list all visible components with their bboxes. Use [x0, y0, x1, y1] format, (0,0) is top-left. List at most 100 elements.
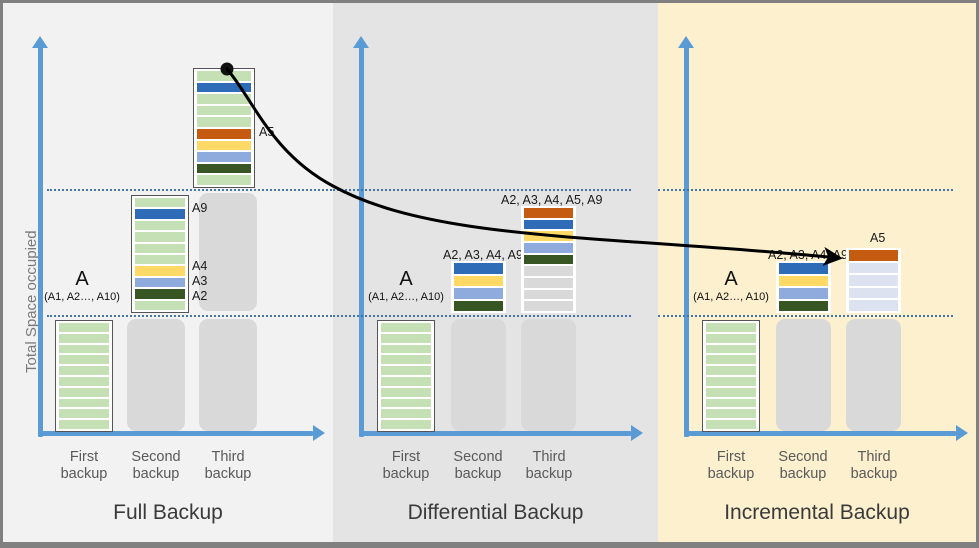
stripe-green: [135, 232, 185, 242]
stripe-yellow: [197, 140, 251, 151]
stripe-green: [381, 323, 431, 332]
stripe-green: [135, 255, 185, 265]
stripe-green: [706, 420, 756, 429]
placeholder-second-incremental: [776, 319, 831, 431]
x-tick-second-differential: Second backup: [453, 449, 503, 482]
gridline-lower-differential: [333, 315, 631, 317]
series-header-second-differential: A2, A3, A4, A9: [443, 248, 523, 262]
x-axis-incremental: [684, 425, 968, 441]
series-header-third-differential: A2, A3, A4, A5, A9: [501, 193, 603, 207]
third-backup-bar-incremental[interactable]: [846, 248, 901, 313]
first-backup-bar-full[interactable]: [55, 320, 113, 432]
panel-title-full: Full Backup: [113, 501, 223, 524]
stripe-gray-stripe: [524, 301, 573, 311]
third-backup-bar-full[interactable]: [193, 68, 255, 188]
second-backup-bar-full[interactable]: [131, 195, 189, 313]
stripe-green: [706, 323, 756, 332]
x-axis-differential: [359, 425, 643, 441]
stripe-dark-blue: [779, 263, 828, 274]
stripe-green: [706, 409, 756, 419]
x-tick-third-full: Third backup: [204, 449, 252, 482]
stripe-green: [197, 175, 251, 185]
first-backup-label-main: A: [399, 268, 413, 290]
stripe-green: [59, 387, 109, 397]
placeholder-second-differential: [451, 319, 506, 431]
stripe-green: [706, 344, 756, 354]
stripe-yellow: [135, 266, 185, 276]
gridline-upper-differential: [333, 189, 631, 191]
panel-full-backup: Total Space occupied A (A1, A2…, A10) A9…: [3, 3, 333, 542]
stripe-light-blue: [524, 242, 573, 253]
stripe-green: [381, 344, 431, 354]
panel-differential-backup: A (A1, A2…, A10) A2, A3, A4, A9 A2, A3, …: [333, 3, 658, 542]
x-axis-full: [38, 425, 325, 441]
stripe-gray-stripe-blue: [849, 262, 898, 274]
gridline-upper-full: [47, 189, 332, 191]
stripe-dark-green: [197, 163, 251, 174]
stripe-gray-stripe: [524, 266, 573, 276]
stripe-green: [197, 94, 251, 104]
x-tick-first-full: First backup: [60, 449, 108, 482]
first-backup-label-main: A: [724, 268, 738, 290]
stripe-green: [59, 366, 109, 375]
stripe-yellow: [524, 231, 573, 241]
stripe-dark-blue: [197, 82, 251, 93]
gridline-lower-incremental: [658, 315, 953, 317]
stripe-green: [706, 387, 756, 397]
stripe-green: [59, 323, 109, 332]
stripe-light-blue: [454, 288, 503, 299]
stripe-dark-green: [524, 254, 573, 265]
stripe-green: [59, 333, 109, 343]
stripe-green: [381, 387, 431, 397]
stripe-green: [381, 355, 431, 365]
stripe-label-a5-full: A5: [259, 125, 275, 139]
stripe-light-blue: [135, 277, 185, 288]
stripe-green: [706, 355, 756, 365]
stripe-gray-stripe-blue: [849, 275, 898, 286]
x-tick-second-incremental: Second backup: [778, 449, 828, 482]
series-header-third-incremental: A5: [870, 231, 886, 245]
panel-incremental-backup: A (A1, A2…, A10) A2, A3, A4, A9 A5 First…: [658, 3, 976, 542]
third-backup-bar-differential[interactable]: [521, 206, 576, 313]
stripe-yellow: [779, 275, 828, 286]
placeholder-second-full: [127, 319, 185, 431]
first-backup-bar-incremental[interactable]: [702, 320, 760, 432]
stripe-orange: [197, 128, 251, 139]
first-backup-bar-differential[interactable]: [377, 320, 435, 432]
stripe-gray-stripe-blue: [849, 287, 898, 299]
second-backup-bar-incremental[interactable]: [776, 261, 831, 313]
stripe-dark-green: [135, 289, 185, 299]
stripe-green: [59, 355, 109, 365]
x-tick-first-differential: First backup: [382, 449, 430, 482]
stripe-green: [381, 333, 431, 343]
stripe-green: [706, 366, 756, 375]
first-backup-label-sub: (A1, A2…, A10): [368, 291, 444, 303]
gridline-upper-incremental: [658, 189, 953, 191]
x-tick-second-full: Second backup: [131, 449, 181, 482]
stripe-yellow: [454, 275, 503, 286]
stripe-green: [706, 376, 756, 386]
second-backup-bar-differential[interactable]: [451, 261, 506, 313]
stripe-green: [135, 243, 185, 254]
stripe-dark-blue: [454, 263, 503, 274]
stripe-green: [706, 398, 756, 408]
placeholder-third-incremental: [846, 319, 901, 431]
x-tick-first-incremental: First backup: [707, 449, 755, 482]
panel-title-differential: Differential Backup: [407, 501, 584, 524]
stripe-green: [381, 409, 431, 419]
x-tick-third-differential: Third backup: [525, 449, 573, 482]
stripe-green: [59, 344, 109, 354]
series-header-second-incremental: A2, A3, A4, A9: [768, 248, 848, 262]
stripe-green: [135, 220, 185, 231]
stripe-dark-blue: [135, 209, 185, 219]
y-axis-differential: [353, 36, 369, 437]
stripe-green: [381, 420, 431, 429]
stripe-green: [381, 366, 431, 375]
x-tick-third-incremental: Third backup: [850, 449, 898, 482]
stripe-green: [381, 398, 431, 408]
first-backup-label-sub: (A1, A2…, A10): [44, 291, 120, 303]
stripe-green: [197, 117, 251, 127]
stripe-label-a4-full: A4: [192, 259, 208, 273]
stripe-label-a9-full: A9: [192, 201, 208, 215]
